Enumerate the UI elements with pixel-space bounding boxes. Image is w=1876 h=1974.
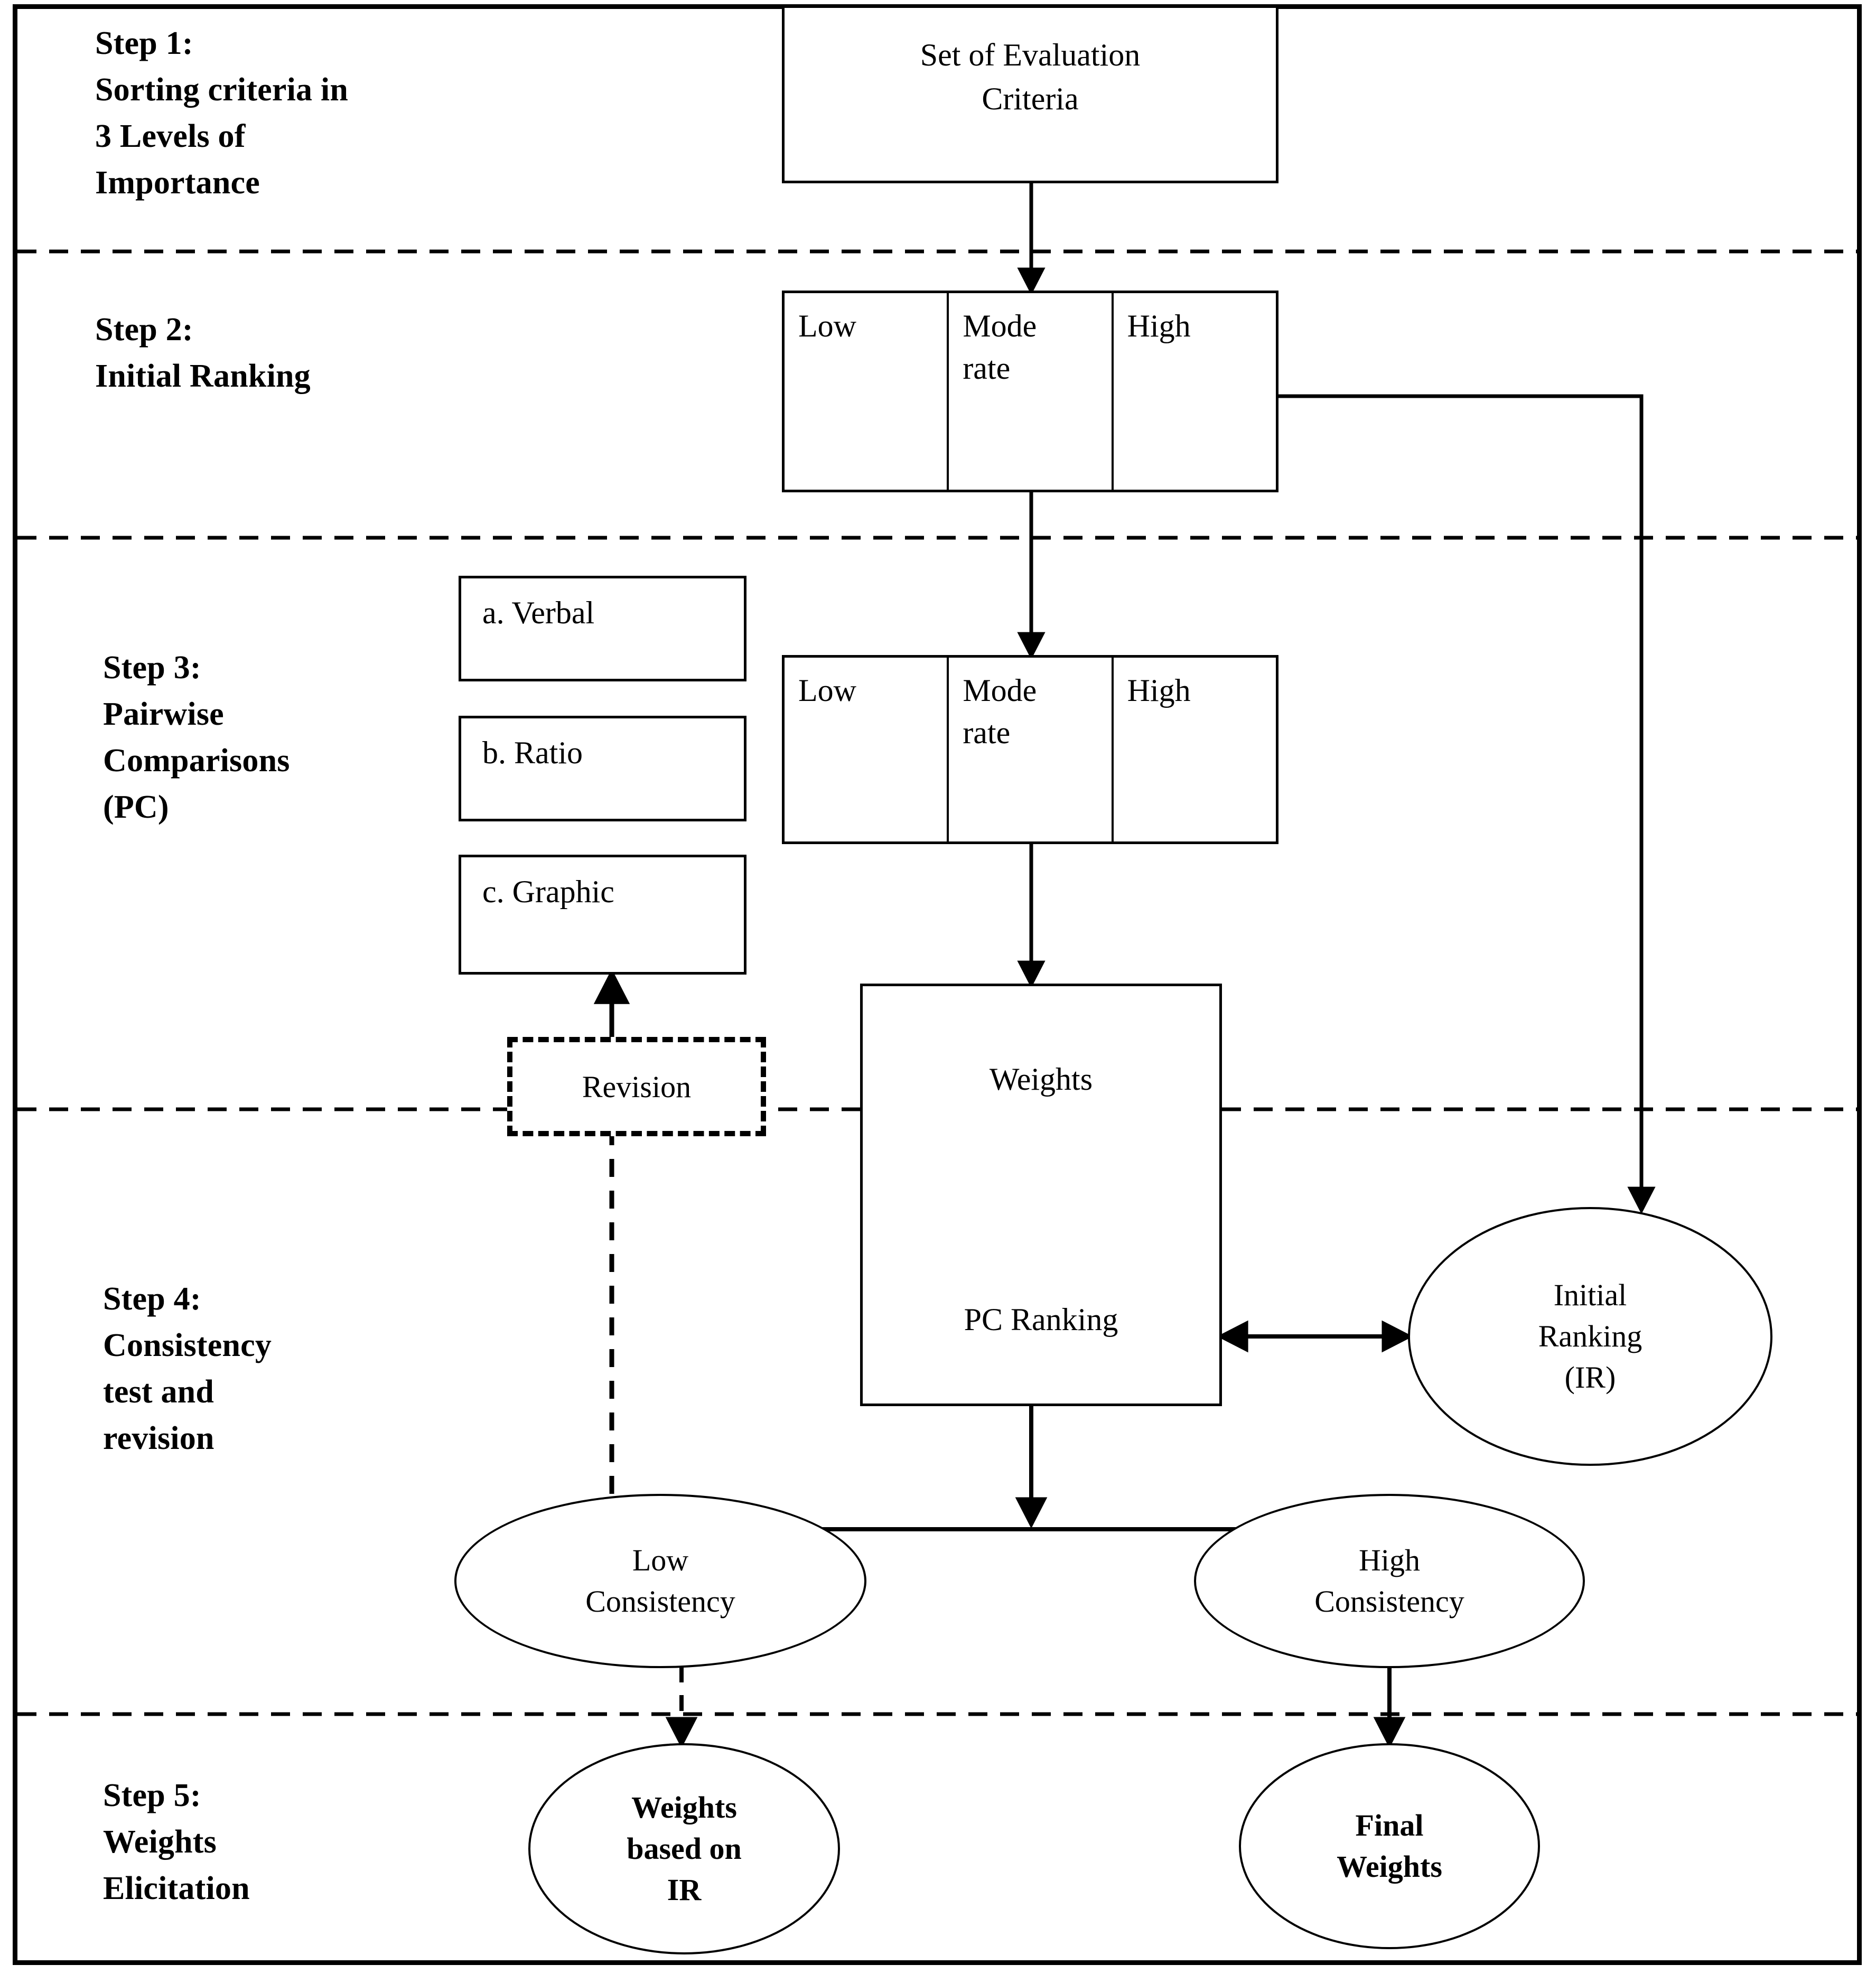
node-pc-method-graphic-label: c. Graphic bbox=[482, 874, 614, 909]
cell-level-low[interactable]: Low bbox=[785, 293, 949, 490]
node-pc-method-verbal[interactable]: a. Verbal bbox=[459, 576, 746, 681]
step-label-4: Step 4: Consistency test and revision bbox=[103, 1281, 272, 1457]
node-levels-initial[interactable]: Low Mode rate High bbox=[782, 291, 1278, 492]
step-label-3: Step 3: Pairwise Comparisons (PC) bbox=[103, 650, 290, 826]
node-pc-method-ratio[interactable]: b. Ratio bbox=[459, 716, 746, 821]
node-final-weights-ellipse[interactable]: Final Weights bbox=[1239, 1743, 1540, 1949]
cell-level-moderate[interactable]: Mode rate bbox=[949, 293, 1114, 490]
cell-pc-level-low[interactable]: Low bbox=[785, 658, 949, 841]
cell-pc-level-moderate[interactable]: Mode rate bbox=[949, 658, 1114, 841]
step-label-1: Step 1: Sorting criteria in 3 Levels of … bbox=[95, 25, 349, 201]
node-low-consistency-ellipse[interactable]: Low Consistency bbox=[454, 1494, 866, 1668]
node-set-of-evaluation-criteria-label: Set of Evaluation Criteria bbox=[920, 38, 1141, 116]
node-pc-method-ratio-label: b. Ratio bbox=[482, 735, 583, 770]
node-pc-method-verbal-label: a. Verbal bbox=[482, 595, 595, 630]
node-levels-pairwise[interactable]: Low Mode rate High bbox=[782, 655, 1278, 844]
cell-pc-level-high[interactable]: High bbox=[1127, 673, 1191, 708]
step-label-2: Step 2: Initial Ranking bbox=[95, 312, 311, 395]
cell-level-high[interactable]: High bbox=[1127, 308, 1191, 343]
node-set-of-evaluation-criteria[interactable]: Set of Evaluation Criteria bbox=[782, 5, 1278, 183]
step-label-5: Step 5: Weights Elicitation bbox=[103, 1777, 250, 1907]
node-weights-pc-ranking[interactable]: Weights PC Ranking bbox=[860, 984, 1222, 1406]
node-initial-ranking-ellipse[interactable]: Initial Ranking (IR) bbox=[1408, 1207, 1772, 1466]
node-revision[interactable]: Revision bbox=[507, 1037, 766, 1136]
node-pc-method-graphic[interactable]: c. Graphic bbox=[459, 855, 746, 975]
node-weights-label: Weights bbox=[989, 1062, 1093, 1097]
node-pc-ranking-label: PC Ranking bbox=[964, 1302, 1118, 1337]
node-weights-based-on-ir-ellipse[interactable]: Weights based on IR bbox=[528, 1743, 840, 1954]
node-revision-label: Revision bbox=[582, 1069, 692, 1104]
node-high-consistency-ellipse[interactable]: High Consistency bbox=[1194, 1494, 1585, 1668]
